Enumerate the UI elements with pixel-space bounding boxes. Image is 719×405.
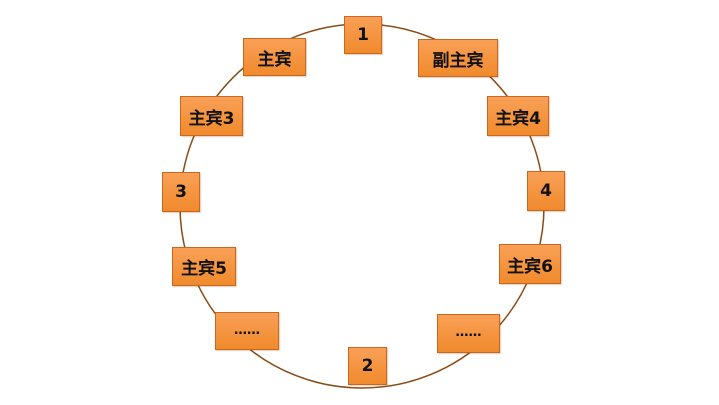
seat-3-box: 3 — [162, 172, 200, 212]
ellipsis-right-box: …… — [437, 314, 500, 353]
host-box: 主宾 — [243, 38, 306, 76]
host-4-box: 主宾4 — [487, 96, 549, 136]
host-6-box: 主宾6 — [499, 244, 561, 284]
ellipsis-left-box: …… — [215, 312, 279, 350]
host-5-box: 主宾5 — [172, 247, 236, 286]
host-3-box: 主宾3 — [180, 96, 243, 136]
seat-1-box: 1 — [344, 16, 382, 54]
seat-2-box: 2 — [348, 347, 387, 385]
seat-4-box: 4 — [527, 171, 565, 211]
deputy-host-box: 副主宾 — [418, 39, 498, 77]
